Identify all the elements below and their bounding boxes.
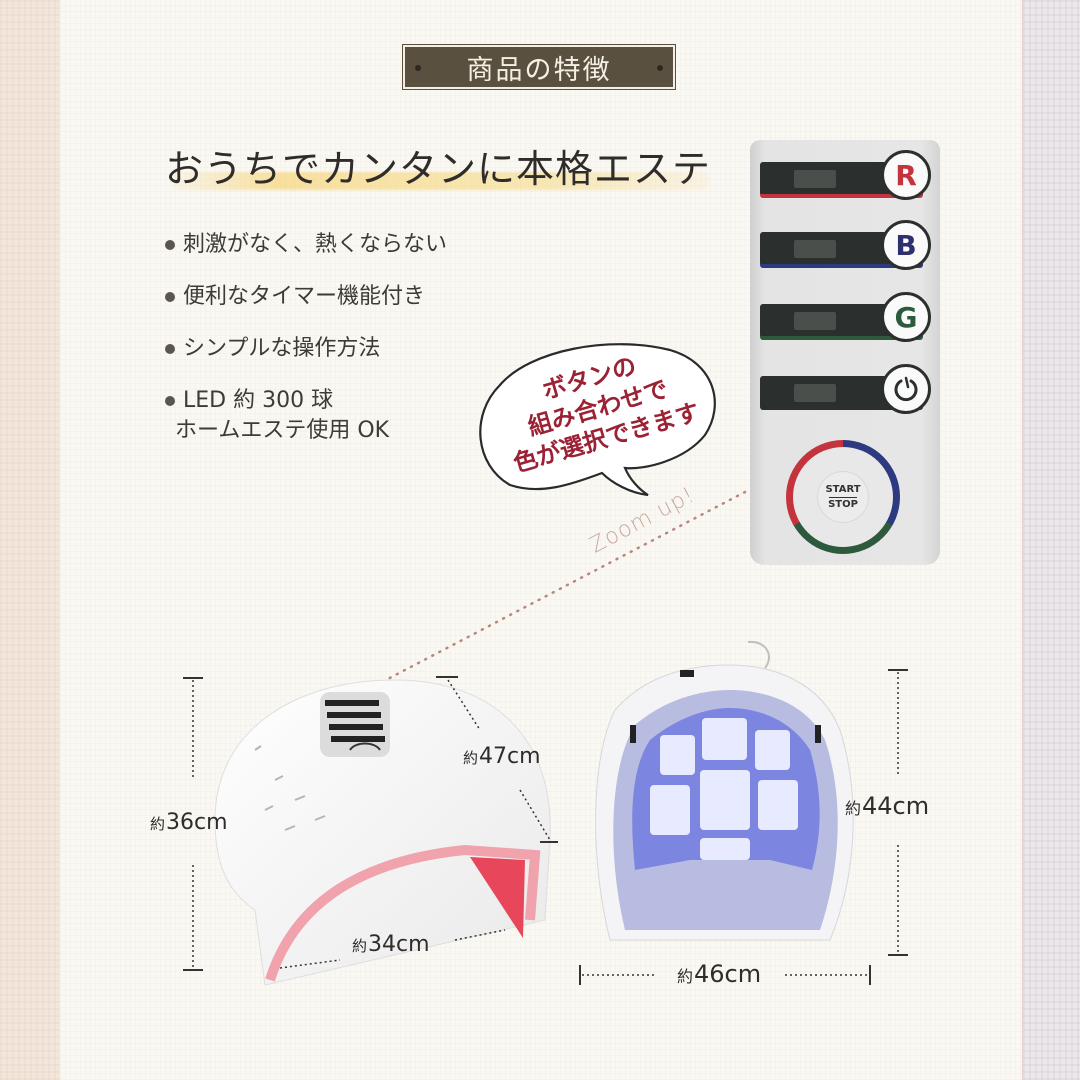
feature-text: 刺激がなく、熱くならない: [183, 232, 448, 257]
blue-channel-row: B: [760, 220, 931, 270]
red-channel-row: R: [760, 150, 931, 200]
dimension-label-width-right: 約46cm: [677, 960, 762, 988]
section-title: 商品の特徴: [466, 54, 612, 86]
control-panel-closeup: R B G START STOP: [750, 140, 940, 565]
color-ring: START STOP: [786, 440, 900, 554]
bullet-icon: [165, 396, 175, 406]
feature-list: 刺激がなく、熱くならない 便利なタイマー機能付き シンプルな操作方法 LED 約…: [165, 230, 447, 446]
speech-bubble: [479, 343, 716, 497]
feature-text: シンプルな操作方法: [183, 336, 381, 361]
headline-highlight: [170, 172, 710, 190]
rivet-icon: [657, 65, 663, 71]
bullet-icon: [165, 292, 175, 302]
feature-text: 便利なタイマー機能付き: [183, 284, 426, 309]
stop-label: STOP: [828, 498, 858, 510]
timer-row: [760, 364, 931, 414]
bullet-icon: [165, 344, 175, 354]
red-button[interactable]: R: [881, 150, 931, 200]
feature-item: LED 約 300 球 ホームエステ使用 OK: [165, 386, 447, 446]
dimension-label-height-right: 約44cm: [845, 792, 930, 820]
green-channel-row: G: [760, 292, 931, 342]
feature-text: LED 約 300 球: [183, 388, 334, 413]
headline: おうちでカンタンに本格エステ: [165, 147, 712, 191]
dimension-label-width-left: 約34cm: [352, 932, 430, 957]
dimension-label-depth-left: 約47cm: [463, 744, 541, 769]
background-right-panel: [1022, 0, 1080, 1080]
feature-text-secondary: ホームエステ使用 OK: [175, 418, 390, 443]
timer-icon: [894, 376, 918, 402]
dimension-label-height-left: 約36cm: [150, 810, 228, 835]
background-left-panel: [0, 0, 60, 1080]
feature-item: 刺激がなく、熱くならない: [165, 230, 447, 282]
bullet-icon: [165, 240, 175, 250]
timer-button[interactable]: [881, 364, 931, 414]
blue-button[interactable]: B: [881, 220, 931, 270]
start-stop-button[interactable]: START STOP: [818, 472, 868, 522]
section-title-plate: 商品の特徴: [402, 44, 676, 90]
device-side-view-image: [214, 679, 551, 986]
feature-item: 便利なタイマー機能付き: [165, 282, 447, 334]
green-button[interactable]: G: [881, 292, 931, 342]
device-interior-view-image: [595, 640, 854, 941]
rivet-icon: [415, 65, 421, 71]
start-label: START: [825, 483, 861, 495]
feature-item: シンプルな操作方法: [165, 334, 447, 386]
